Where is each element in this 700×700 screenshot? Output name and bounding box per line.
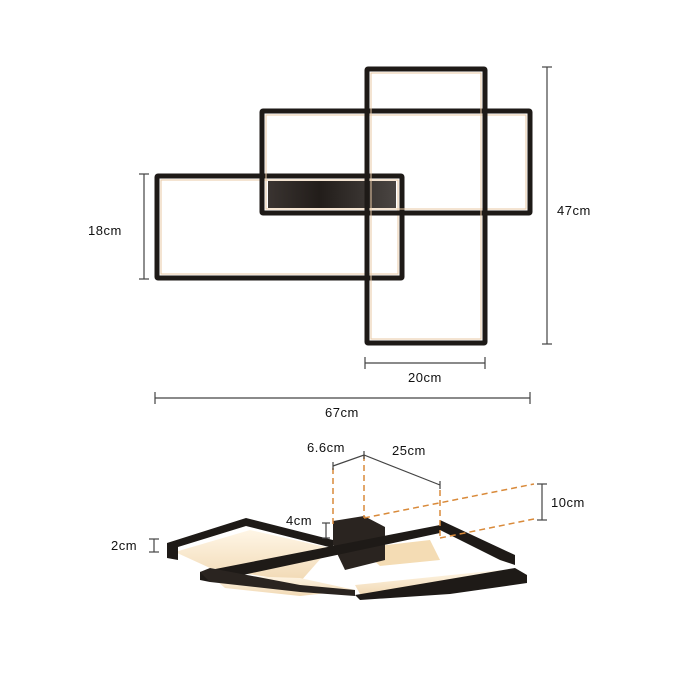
frame-bar-right <box>440 520 515 565</box>
dimension-20cm <box>364 357 486 369</box>
label-height-left: 18cm <box>88 223 122 238</box>
label-frame-thickness: 2cm <box>111 538 137 553</box>
dimension-47cm <box>542 66 552 345</box>
frame-left <box>154 173 405 281</box>
label-canopy-depth: 6.6cm <box>307 440 345 455</box>
glow-panel-left <box>175 530 330 582</box>
guide-lines <box>332 455 535 539</box>
label-mount-height: 10cm <box>551 495 585 510</box>
dimension-lines-side <box>149 451 547 553</box>
top-view: 18cm 47cm 20cm 67cm <box>88 66 591 420</box>
center-canopy-bar <box>268 181 396 208</box>
side-view: 6.6cm 25cm 10cm 4cm 2cm <box>111 440 585 600</box>
frame-bar-bottom <box>200 568 355 596</box>
frame-bar-right-front <box>355 568 527 600</box>
dimension-18cm <box>139 173 149 280</box>
label-canopy-height: 4cm <box>286 513 312 528</box>
frame-bar-front-long <box>200 525 440 582</box>
label-width-total: 67cm <box>325 405 359 420</box>
frame-top <box>259 108 533 216</box>
label-canopy-length: 25cm <box>392 443 426 458</box>
label-height-total: 47cm <box>557 203 591 218</box>
frame-vertical <box>364 66 488 346</box>
label-width-frame: 20cm <box>408 370 442 385</box>
dimension-67cm <box>154 392 531 404</box>
frame-bar-back-left <box>167 518 333 560</box>
